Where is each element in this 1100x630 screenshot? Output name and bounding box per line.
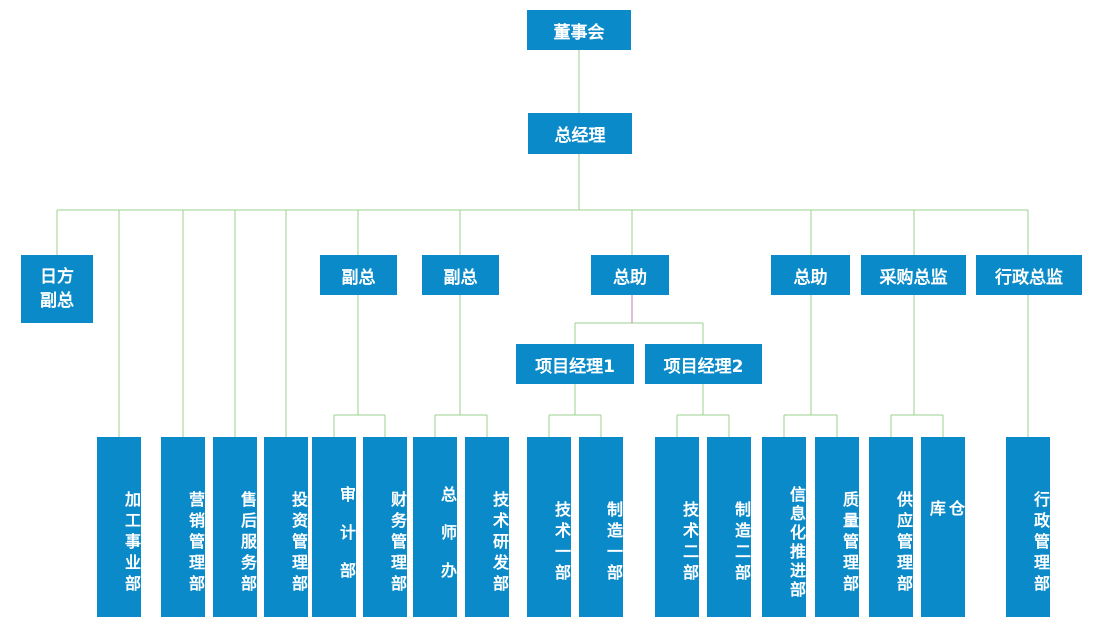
dept-tech-2: 技术二部: [655, 437, 699, 617]
node-admin-director: 行政总监: [976, 255, 1082, 295]
node-board: 董事会: [527, 10, 631, 50]
dept-after-sales: 售后服务部: [213, 437, 257, 617]
dept-marketing: 营销管理部: [161, 437, 205, 617]
dept-tech-1: 技术一部: [527, 437, 571, 617]
node-project-manager-1: 项目经理1: [516, 344, 634, 384]
node-purchasing-director: 采购总监: [861, 255, 966, 295]
dept-informatization: 信息化推进部: [762, 437, 806, 617]
node-gm-assistant-1: 总助: [591, 255, 669, 295]
dept-supply: 供应管理部: [869, 437, 913, 617]
dept-manufacturing-1: 制造一部: [579, 437, 623, 617]
dept-audit: 审计部: [312, 437, 356, 617]
dept-chief-engineer-office: 总师办: [413, 437, 457, 617]
node-general-manager: 总经理: [528, 113, 632, 154]
dept-manufacturing-2: 制造二部: [707, 437, 751, 617]
node-vp-2: 副总: [422, 255, 499, 295]
dept-administration: 行政管理部: [1006, 437, 1050, 617]
dept-quality: 质量管理部: [815, 437, 859, 617]
dept-finance: 财务管理部: [363, 437, 407, 617]
node-japanese-vp: 日方 副总: [21, 255, 93, 323]
dept-investment: 投资管理部: [264, 437, 308, 617]
dept-tech-rnd: 技术研发部: [465, 437, 509, 617]
node-vp-1: 副总: [320, 255, 397, 295]
node-gm-assistant-2: 总助: [771, 255, 850, 295]
node-project-manager-2: 项目经理2: [645, 344, 762, 384]
dept-processing-division: 加工事业部: [97, 437, 141, 617]
dept-warehouse: 仓库: [921, 437, 965, 617]
